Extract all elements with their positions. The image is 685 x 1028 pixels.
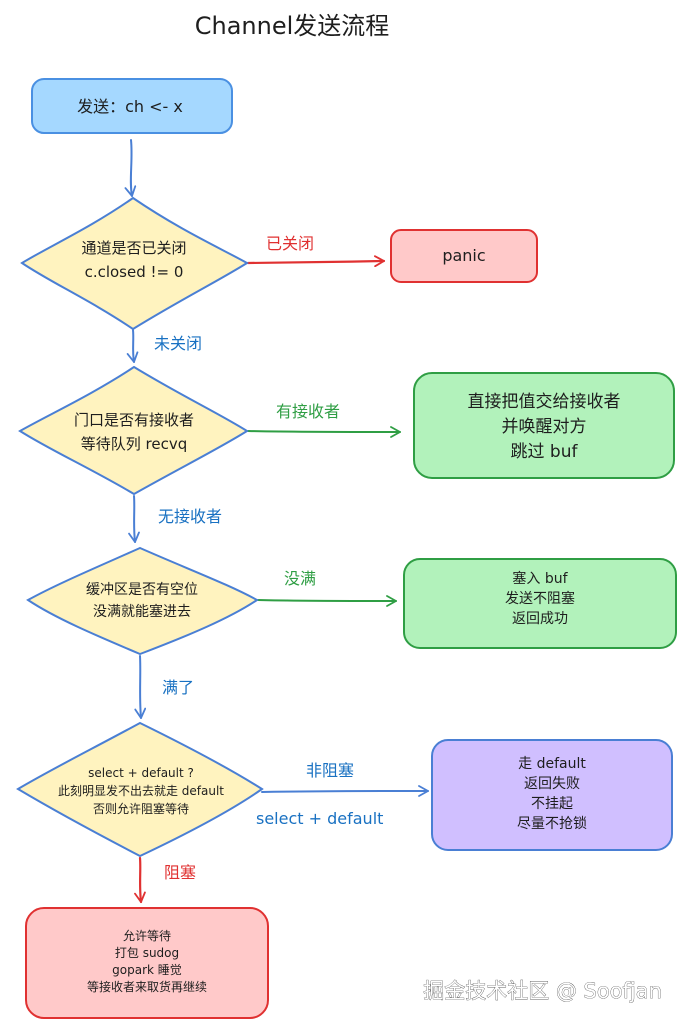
decision-buffer-check: [26, 546, 259, 656]
decision-buffer-line-1: 缓冲区是否有空位: [86, 582, 198, 598]
node-labels: 发送：ch <- x 通道是否已关闭 c.closed != 0 panic 门…: [58, 97, 621, 994]
edge-start-to-d1: [124, 139, 137, 197]
decision-select-line-2: 此刻明显发不出去就走 default: [58, 783, 224, 798]
edge-d4-to-block: [134, 856, 146, 904]
label-select-default: select + default: [256, 809, 383, 828]
non-blocking-line-2: 返回失败: [524, 776, 580, 792]
label-not-closed: 未关闭: [154, 334, 202, 353]
buffer-write-box: [403, 558, 677, 649]
edge-d3-to-buffer: [257, 595, 397, 607]
decision-closed-line-1: 通道是否已关闭: [81, 239, 186, 257]
panic-box: [390, 229, 538, 283]
decision-buffer-line-2: 没满就能塞进去: [93, 603, 191, 620]
direct-handoff-line-3: 跳过 buf: [511, 442, 579, 462]
non-blocking-line-1: 走 default: [518, 756, 586, 772]
edge-d3-to-d4: [134, 655, 147, 719]
edge-labels: 已关闭 未关闭 有接收者 无接收者 没满 满了 非阻塞 select + def…: [154, 234, 383, 882]
watermark: 掘金技术社区 @ Soofjan: [423, 979, 662, 1003]
label-has-receiver: 有接收者: [276, 402, 340, 421]
label-closed: 已关闭: [266, 234, 314, 253]
label-blocking: 阻塞: [164, 863, 196, 882]
decision-closed-line-2: c.closed != 0: [85, 263, 184, 281]
edge-d4-to-nonblock: [261, 785, 429, 797]
label-full: 满了: [162, 678, 194, 697]
direct-handoff-line-2: 并唤醒对方: [502, 417, 587, 437]
buffer-write-line-1: 塞入 buf: [512, 570, 568, 587]
decision-receiver-line-1: 门口是否有接收者: [74, 411, 194, 429]
direct-handoff-line-1: 直接把值交给接收者: [468, 392, 621, 412]
panic-label: panic: [442, 246, 485, 265]
blocking-line-1: 允许等待: [123, 928, 171, 943]
decision-receiver-line-2: 等待队列 recvq: [81, 435, 187, 453]
decision-receiver-check: [18, 365, 249, 496]
buffer-write-line-3: 返回成功: [512, 611, 568, 627]
edge-d2-to-d3: [128, 495, 140, 543]
page-title: Channel发送流程: [195, 12, 390, 40]
edge-d1-to-d2: [126, 329, 139, 363]
non-blocking-line-3: 不挂起: [531, 796, 573, 812]
edge-d1-to-panic: [246, 255, 386, 268]
decision-select-line-3: 否则允许阻塞等待: [93, 801, 189, 816]
blocking-box: [25, 907, 269, 1019]
blocking-line-4: 等接收者来取货再继续: [87, 979, 207, 994]
start-label: 发送：ch <- x: [77, 97, 183, 116]
label-not-full: 没满: [284, 569, 316, 588]
edge-d2-to-direct: [247, 426, 401, 438]
nodes: [16, 78, 677, 1019]
label-non-blocking: 非阻塞: [306, 761, 354, 780]
edges: [124, 139, 429, 904]
non-blocking-line-4: 尽量不抢锁: [517, 815, 587, 832]
label-no-receiver: 无接收者: [158, 507, 222, 526]
buffer-write-line-2: 发送不阻塞: [505, 590, 575, 607]
start-box: [31, 78, 233, 134]
decision-select-default: [16, 721, 264, 858]
non-blocking-box: [431, 739, 673, 851]
blocking-line-2: 打包 sudog: [115, 946, 179, 960]
decision-select-line-1: select + default ?: [88, 766, 194, 780]
blocking-line-3: gopark 睡觉: [112, 963, 182, 977]
direct-handoff-box: [413, 372, 675, 479]
decision-closed-check: [20, 196, 249, 331]
